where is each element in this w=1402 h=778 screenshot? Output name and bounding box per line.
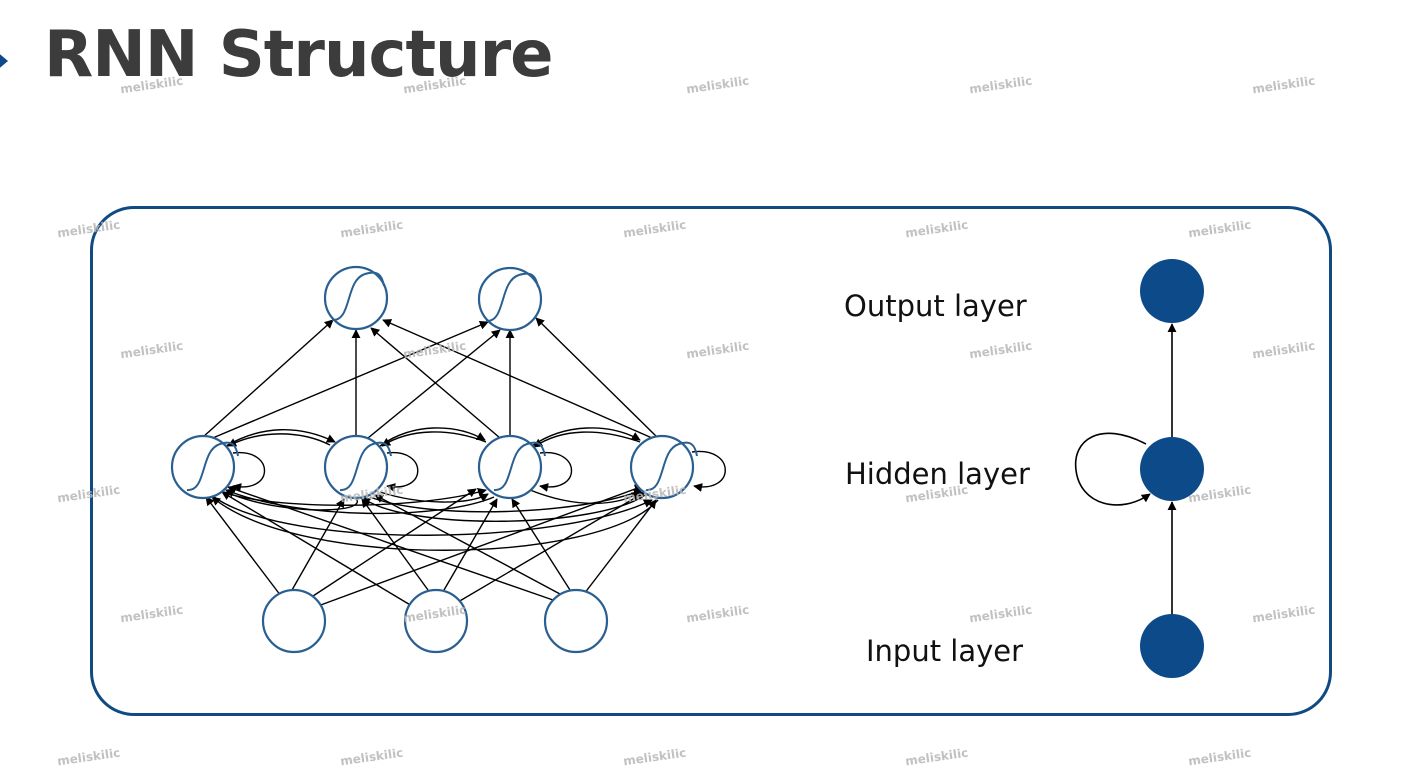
simplified-rnn (1074, 259, 1204, 678)
recurrent-edges (211, 427, 726, 551)
simple-output-node (1140, 259, 1204, 323)
input-node-2 (403, 588, 469, 654)
input-nodes (261, 588, 609, 654)
input-layer-label: Input layer (866, 634, 1024, 668)
input-node-1 (261, 588, 327, 654)
hidden-nodes (170, 434, 695, 500)
hidden-node-2 (323, 434, 389, 500)
simple-hidden-node (1140, 437, 1204, 501)
output-nodes (323, 265, 543, 332)
hidden-self-loop-arrow (1074, 432, 1151, 506)
output-node-2 (477, 266, 543, 332)
hidden-layer-label: Hidden layer (845, 457, 1030, 491)
input-node-3 (543, 588, 609, 654)
hidden-node-4 (629, 434, 695, 500)
hidden-node-1 (170, 434, 236, 500)
page-title: RNN Structure (44, 18, 554, 92)
output-layer-label: Output layer (844, 289, 1027, 323)
output-node-1 (323, 265, 389, 331)
hidden-to-output-edges (202, 317, 661, 441)
hidden-node-activation-icons (186, 441, 698, 492)
diagram-frame (90, 206, 1332, 716)
simple-input-node (1140, 614, 1204, 678)
hidden-node-3 (477, 434, 543, 500)
output-node-activation-icons (331, 271, 539, 323)
title-bullet-icon (0, 44, 8, 78)
